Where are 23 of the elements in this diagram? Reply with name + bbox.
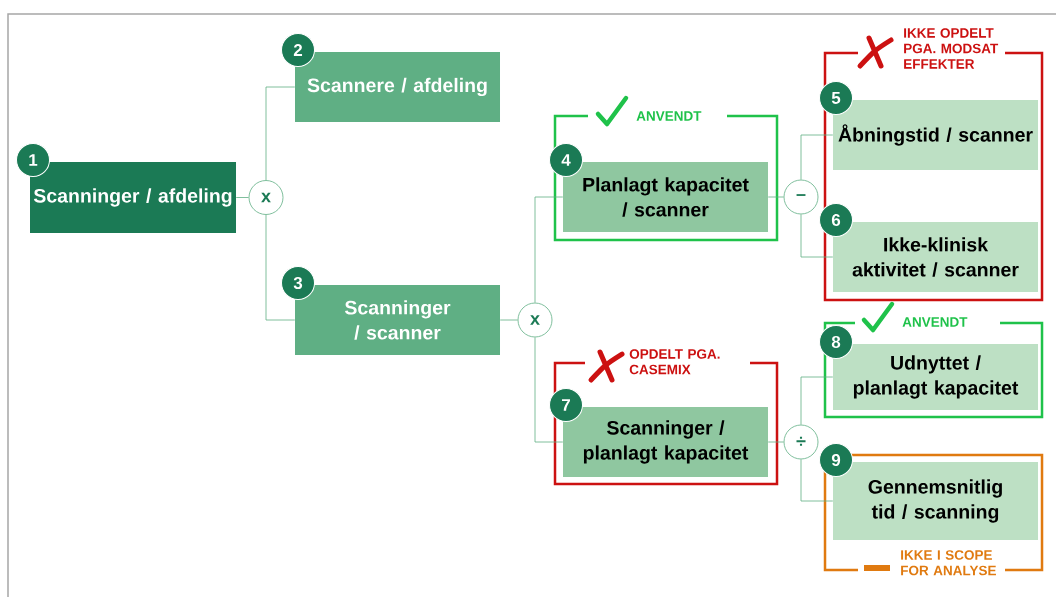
connector-line (534, 337, 564, 443)
number-badge: 9 (819, 443, 853, 477)
connector-line (800, 459, 834, 502)
connector-line (767, 196, 784, 198)
connector-line (767, 441, 784, 443)
node-label: OPDELT PGA. (629, 349, 720, 359)
connector-line (534, 196, 564, 303)
node-label: IKKE OPDELT PGA. MODSAT (904, 28, 999, 54)
number-badge: 2 (281, 33, 315, 67)
connector-line (800, 214, 834, 258)
number-badge: 7 (549, 388, 583, 422)
connector-line (265, 86, 296, 181)
number-badge: 1 (16, 143, 50, 177)
number-badge: 3 (281, 266, 315, 300)
number-badge: 5 (819, 81, 853, 115)
connector-line (800, 134, 834, 180)
number-badge: 8 (819, 325, 853, 359)
connector-line (800, 376, 834, 425)
number-badge: 4 (549, 143, 583, 177)
connector-line (499, 319, 518, 321)
connector-line (265, 214, 296, 321)
number-badge: 6 (819, 203, 853, 237)
connector-line (235, 197, 249, 198)
